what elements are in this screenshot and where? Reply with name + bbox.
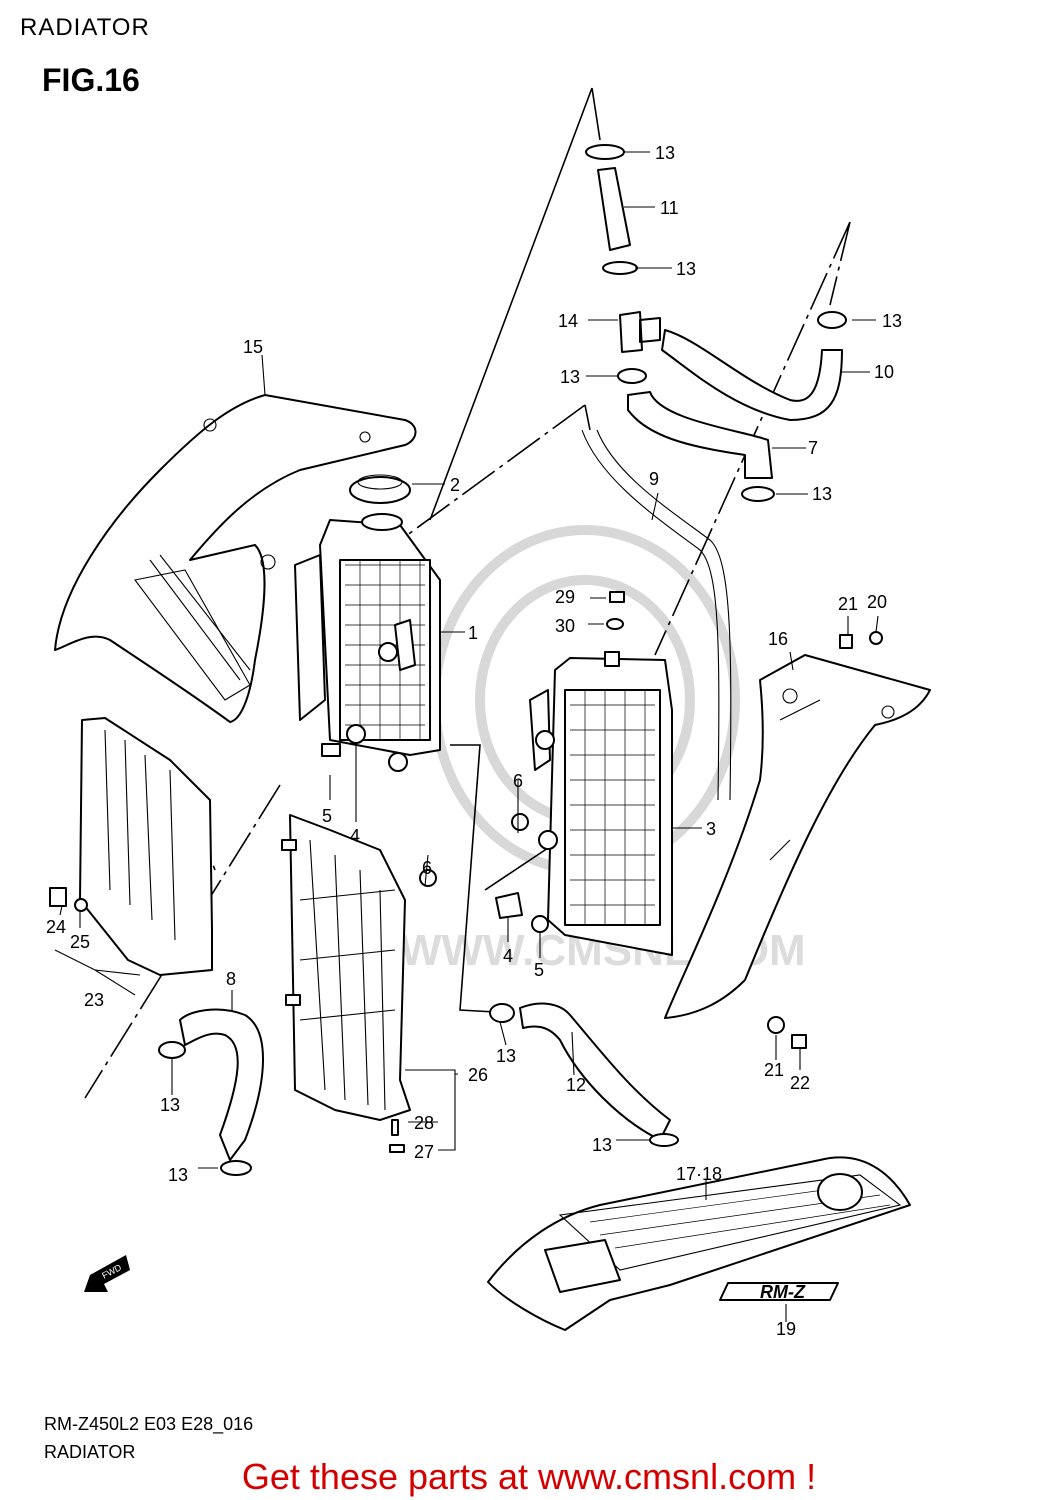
clamp-icon — [220, 1160, 252, 1176]
promo-link[interactable]: Get these parts at www.cmsnl.com ! — [241, 1456, 817, 1497]
label-13: 13 — [655, 143, 675, 163]
label-4: 4 — [503, 946, 513, 966]
hose-12 — [519, 1002, 671, 1141]
t-joint-14 — [619, 311, 661, 353]
part-labels: 13 11 13 14 13 13 10 7 13 9 2 15 1 29 30… — [46, 143, 902, 1339]
label-29: 29 — [555, 587, 575, 607]
left-radiator-shroud — [54, 394, 417, 723]
label-21: 21 — [838, 594, 858, 614]
right-radiator-guard — [289, 814, 411, 1153]
label-7: 7 — [808, 438, 818, 458]
label-5: 5 — [534, 960, 544, 980]
label-28: 28 — [414, 1113, 434, 1133]
label-6: 6 — [422, 858, 432, 878]
label-23: 23 — [84, 990, 104, 1010]
hardware — [281, 591, 883, 1049]
label-8: 8 — [226, 969, 236, 989]
leader-lines — [54, 151, 879, 1322]
hose-8 — [179, 1008, 264, 1161]
header-title: RADIATOR — [20, 14, 150, 41]
label-20: 20 — [867, 592, 887, 612]
clamp-icon — [649, 1133, 679, 1147]
label-13: 13 — [168, 1165, 188, 1185]
diagram-code: RM-Z450L2 E03 E28_016 — [44, 1414, 254, 1434]
label-9: 9 — [649, 469, 659, 489]
label-4: 4 — [350, 826, 360, 846]
label-27: 27 — [414, 1142, 434, 1162]
clamp-icon — [741, 486, 775, 502]
label-2: 2 — [450, 475, 460, 495]
rm-z-emblem: RM-Z — [719, 1282, 839, 1302]
side-cover-decal — [487, 1156, 911, 1331]
label-12: 12 — [566, 1075, 586, 1095]
clamp-icon — [158, 1041, 186, 1059]
figure-number: FIG.16 — [42, 62, 140, 98]
label-3: 3 — [706, 819, 716, 839]
diagram-subtitle: RADIATOR — [44, 1442, 136, 1462]
clamp-icon — [617, 368, 647, 384]
label-13: 13 — [592, 1135, 612, 1155]
label-13: 13 — [812, 484, 832, 504]
label-30: 30 — [555, 616, 575, 636]
label-26: 26 — [468, 1065, 488, 1085]
label-19: 19 — [776, 1319, 796, 1339]
forward-arrow-icon: FWD — [84, 1255, 130, 1292]
right-radiator — [529, 651, 673, 956]
label-5: 5 — [322, 806, 332, 826]
label-17-18: 17·18 — [676, 1164, 722, 1184]
hose-7 — [627, 391, 773, 479]
right-radiator-shroud — [664, 654, 931, 1019]
label-13: 13 — [160, 1095, 180, 1115]
label-22: 22 — [790, 1073, 810, 1093]
label-1: 1 — [468, 623, 478, 643]
radiator-cap — [349, 474, 411, 504]
label-21: 21 — [764, 1060, 784, 1080]
label-13: 13 — [496, 1046, 516, 1066]
clamp-icon — [489, 1003, 515, 1023]
label-11: 11 — [660, 198, 679, 218]
hose-clamps — [158, 144, 847, 1176]
label-13: 13 — [882, 311, 902, 331]
label-13: 13 — [676, 259, 696, 279]
label-10: 10 — [874, 362, 894, 382]
clamp-icon — [585, 144, 625, 160]
label-13: 13 — [560, 367, 580, 387]
hose-11 — [597, 167, 631, 251]
label-16: 16 — [768, 629, 788, 649]
label-25: 25 — [70, 932, 90, 952]
label-14: 14 — [558, 311, 578, 331]
label-24: 24 — [46, 917, 66, 937]
clamp-icon — [602, 261, 638, 275]
hose-9 — [581, 429, 732, 801]
label-15: 15 — [243, 337, 263, 357]
left-radiator-guard — [49, 717, 213, 976]
hose-10 — [661, 329, 843, 421]
rmz-emblem-text: RM-Z — [760, 1282, 806, 1302]
label-6: 6 — [513, 771, 523, 791]
clamp-icon — [817, 311, 847, 329]
left-radiator — [294, 513, 441, 772]
